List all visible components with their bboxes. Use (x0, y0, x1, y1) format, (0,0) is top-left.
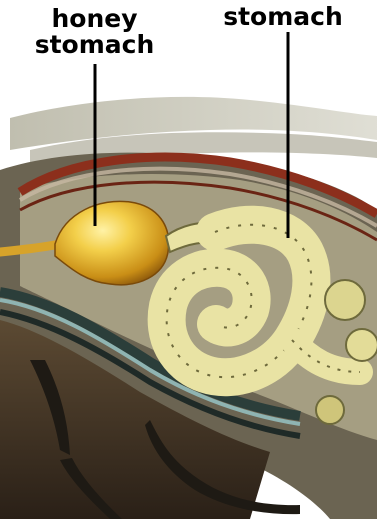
stomach-label: stomach (213, 4, 353, 30)
rectum (316, 396, 344, 424)
honey-stomach-label-line2: stomach (22, 32, 167, 58)
malpighian-cluster-2 (346, 329, 377, 361)
honey-stomach-label-line1: honey (22, 6, 167, 32)
honey-stomach-label: honey stomach (22, 6, 167, 58)
malpighian-cluster-1 (325, 280, 365, 320)
